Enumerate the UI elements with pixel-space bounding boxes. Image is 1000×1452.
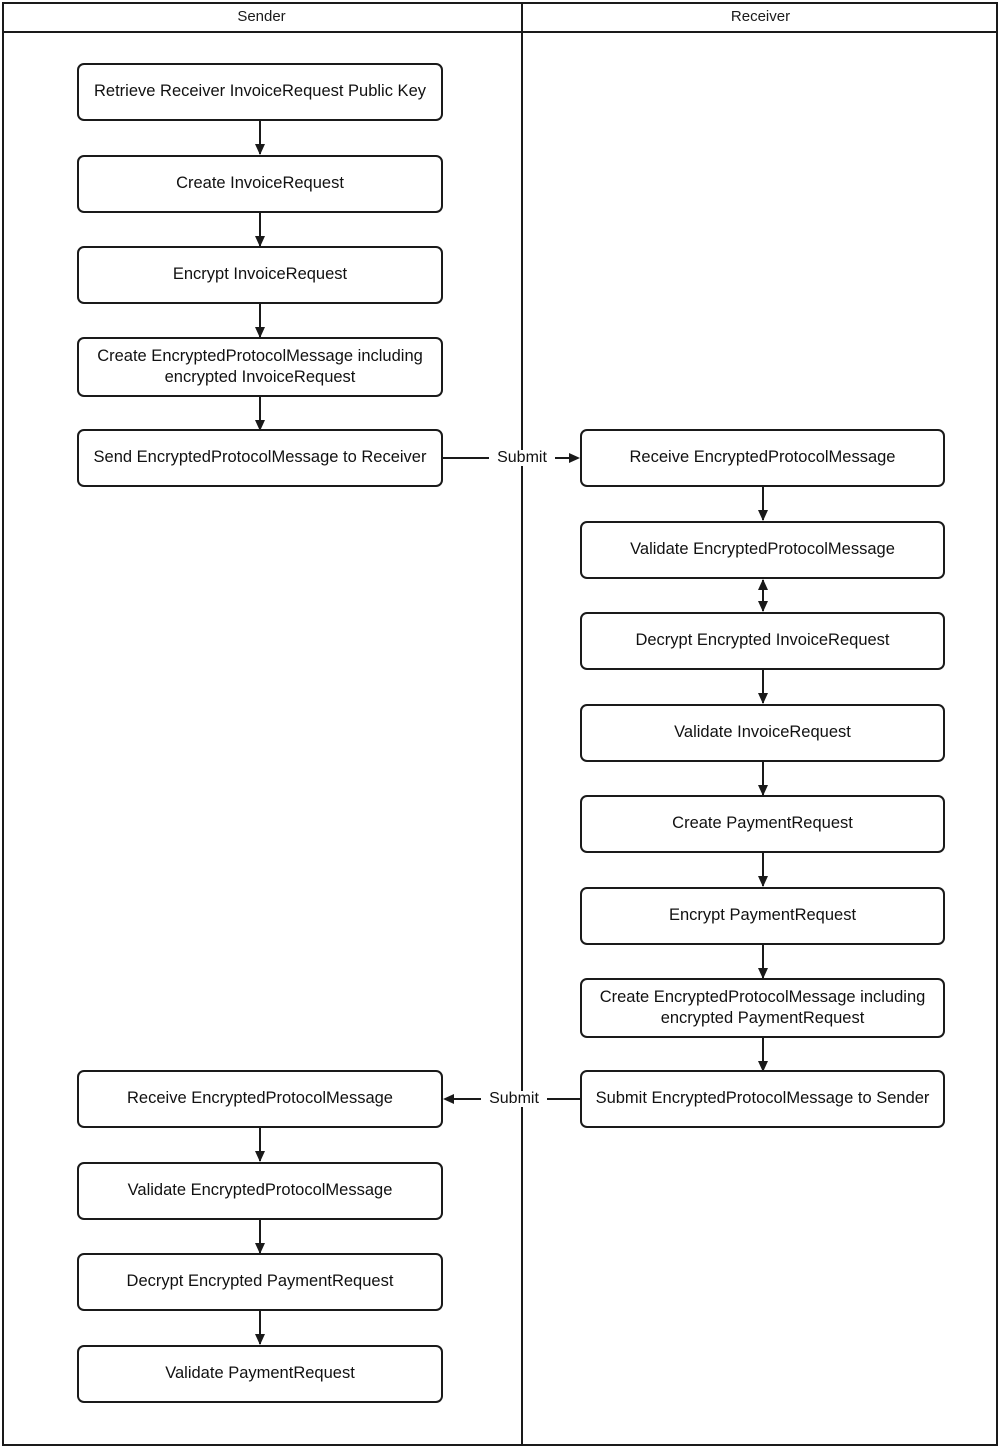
node-receive-encryptedprotocolmessage-receiver[interactable]: Receive EncryptedProtocolMessage xyxy=(580,429,945,487)
node-validate-paymentrequest[interactable]: Validate PaymentRequest xyxy=(77,1345,443,1403)
node-encrypt-paymentrequest[interactable]: Encrypt PaymentRequest xyxy=(580,887,945,945)
node-label: Retrieve Receiver InvoiceRequest Public … xyxy=(94,82,426,101)
node-label: Receive EncryptedProtocolMessage xyxy=(629,448,896,467)
node-validate-encryptedprotocolmessage-receiver[interactable]: Validate EncryptedProtocolMessage xyxy=(580,521,945,579)
node-create-encryptedprotocolmessage-invoicerequest[interactable]: Create EncryptedProtocolMessage includin… xyxy=(77,337,443,397)
node-label: Validate EncryptedProtocolMessage xyxy=(127,1181,393,1200)
node-create-encryptedprotocolmessage-paymentrequest[interactable]: Create EncryptedProtocolMessage includin… xyxy=(580,978,945,1038)
arrow-r3-to-r4 xyxy=(762,670,764,703)
lane-header-divider xyxy=(2,31,998,33)
arrow-r4-to-r5 xyxy=(762,762,764,795)
edge-label-submit-to-sender: Submit xyxy=(481,1091,547,1107)
node-label: Create EncryptedProtocolMessage includin… xyxy=(97,346,423,386)
node-retrieve-receiver-public-key[interactable]: Retrieve Receiver InvoiceRequest Public … xyxy=(77,63,443,121)
arrow-r5-to-r6 xyxy=(762,853,764,886)
arrow-submit-to-receiver-head xyxy=(569,452,580,463)
node-label: Validate InvoiceRequest xyxy=(674,723,851,742)
arrow-s7-to-s8 xyxy=(259,1220,261,1253)
arrow-r1-to-r2 xyxy=(762,487,764,520)
node-label: Create PaymentRequest xyxy=(672,814,853,833)
node-validate-invoicerequest[interactable]: Validate InvoiceRequest xyxy=(580,704,945,762)
arrow-s3-to-s4 xyxy=(259,304,261,337)
node-label: Send EncryptedProtocolMessage to Receive… xyxy=(93,448,427,467)
node-submit-encryptedprotocolmessage-to-sender[interactable]: Submit EncryptedProtocolMessage to Sende… xyxy=(580,1070,945,1128)
edge-label-submit-to-receiver: Submit xyxy=(489,450,555,466)
lane-vertical-divider xyxy=(521,2,523,1446)
arrow-s8-to-s9 xyxy=(259,1311,261,1344)
arrow-s6-to-s7 xyxy=(259,1128,261,1161)
arrow-s2-to-s3 xyxy=(259,213,261,246)
node-label: Decrypt Encrypted PaymentRequest xyxy=(126,1272,394,1291)
node-label: Submit EncryptedProtocolMessage to Sende… xyxy=(595,1089,930,1108)
node-label: Validate PaymentRequest xyxy=(165,1364,355,1383)
node-decrypt-encrypted-paymentrequest[interactable]: Decrypt Encrypted PaymentRequest xyxy=(77,1253,443,1311)
node-decrypt-encrypted-invoicerequest[interactable]: Decrypt Encrypted InvoiceRequest xyxy=(580,612,945,670)
node-create-invoicerequest[interactable]: Create InvoiceRequest xyxy=(77,155,443,213)
node-label: Decrypt Encrypted InvoiceRequest xyxy=(635,631,890,650)
node-encrypt-invoicerequest[interactable]: Encrypt InvoiceRequest xyxy=(77,246,443,304)
node-label: Create EncryptedProtocolMessage includin… xyxy=(599,987,926,1027)
node-send-encryptedprotocolmessage-to-receiver[interactable]: Send EncryptedProtocolMessage to Receive… xyxy=(77,429,443,487)
lane-title-receiver: Receiver xyxy=(730,8,791,25)
node-create-paymentrequest[interactable]: Create PaymentRequest xyxy=(580,795,945,853)
arrow-r2-r3-bidirectional xyxy=(762,580,764,611)
node-validate-encryptedprotocolmessage-sender[interactable]: Validate EncryptedProtocolMessage xyxy=(77,1162,443,1220)
node-label: Encrypt InvoiceRequest xyxy=(172,265,348,284)
arrow-s4-to-s5 xyxy=(259,397,261,430)
node-label: Create InvoiceRequest xyxy=(176,174,344,193)
node-receive-encryptedprotocolmessage-sender[interactable]: Receive EncryptedProtocolMessage xyxy=(77,1070,443,1128)
arrow-r6-to-r7 xyxy=(762,945,764,978)
node-label: Receive EncryptedProtocolMessage xyxy=(127,1089,393,1108)
arrow-s1-to-s2 xyxy=(259,121,261,154)
arrow-submit-to-sender-head xyxy=(443,1093,454,1104)
node-label: Validate EncryptedProtocolMessage xyxy=(630,540,895,559)
node-label: Encrypt PaymentRequest xyxy=(668,906,857,925)
arrow-r7-to-r8 xyxy=(762,1038,764,1071)
lane-title-sender: Sender xyxy=(237,8,286,25)
